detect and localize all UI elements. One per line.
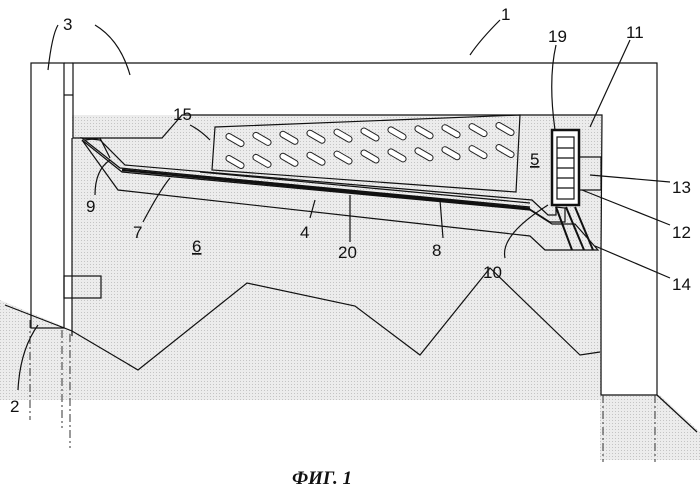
label-14: 14: [672, 275, 691, 294]
label-7: 7: [133, 223, 142, 242]
label-20: 20: [338, 243, 357, 262]
label-11: 11: [626, 23, 644, 42]
label-1: 1: [501, 5, 510, 24]
label-5: 5: [530, 150, 539, 169]
label-8: 8: [432, 241, 441, 260]
label-6: 6: [192, 237, 201, 256]
figure-caption: ФИГ. 1: [292, 468, 352, 489]
label-3: 3: [63, 15, 72, 34]
label-12: 12: [672, 223, 691, 242]
label-4: 4: [300, 223, 309, 242]
label-15: 15: [173, 105, 192, 124]
label-2: 2: [10, 397, 19, 416]
label-13: 13: [672, 178, 691, 197]
label-9: 9: [86, 197, 95, 216]
interior-space-6: [0, 115, 700, 460]
label-10: 10: [483, 263, 502, 282]
label-19: 19: [548, 27, 567, 46]
